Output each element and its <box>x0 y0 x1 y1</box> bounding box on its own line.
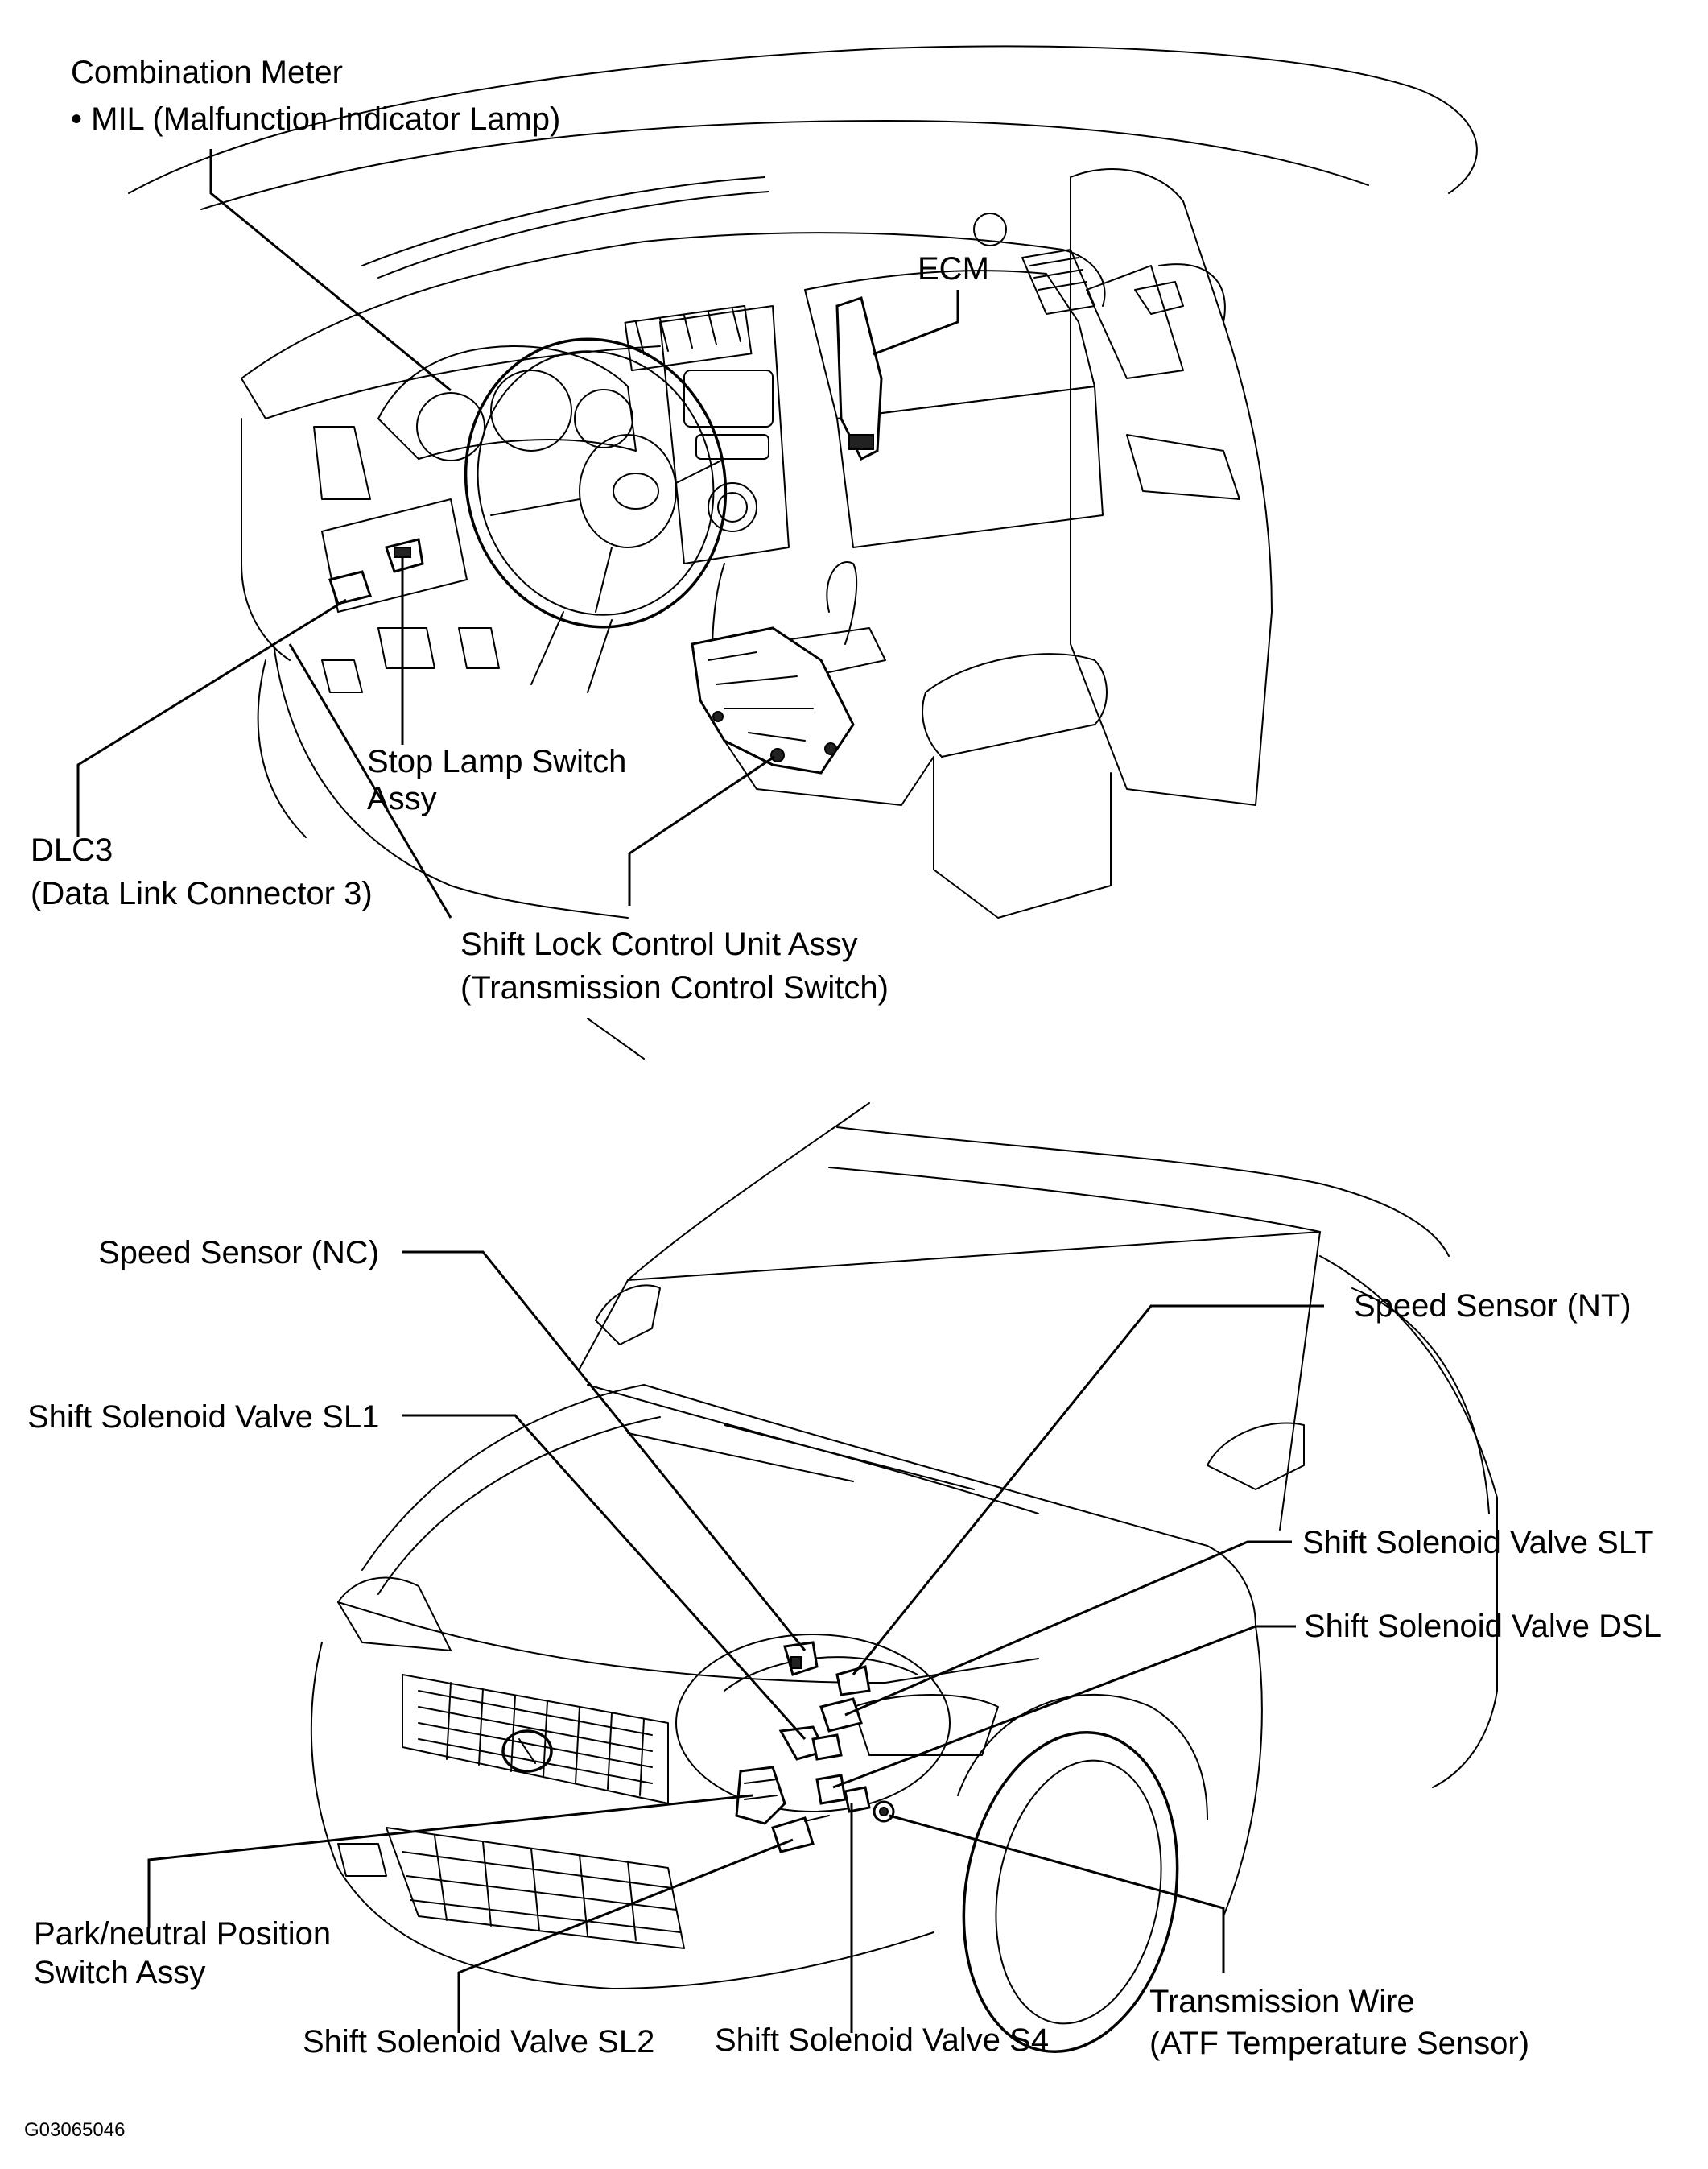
label-ecm: ECM <box>918 251 989 287</box>
label-stop-lamp-switch-line1: Stop Lamp Switch <box>367 744 627 779</box>
label-shift-lock-line2: (Transmission Control Switch) <box>460 970 889 1006</box>
label-shift-lock-line1: Shift Lock Control Unit Assy <box>460 927 858 962</box>
stray-line <box>587 1018 645 1060</box>
leader-interior-curve <box>288 643 452 919</box>
label-dlc3-line2: (Data Link Connector 3) <box>31 876 373 911</box>
label-sl2: Shift Solenoid Valve SL2 <box>303 2024 655 2060</box>
leader-combination-meter <box>209 149 452 392</box>
vehicle-exterior-drawing <box>310 1102 1498 2054</box>
figure-code: G03065046 <box>24 2119 126 2141</box>
label-s4: Shift Solenoid Valve S4 <box>715 2022 1050 2058</box>
label-transmission-wire-line1: Transmission Wire <box>1149 1984 1415 2019</box>
leader-transmission-wire <box>889 1814 1225 1973</box>
label-park-neutral-line2: Switch Assy <box>34 1955 206 1990</box>
label-transmission-wire-line2: (ATF Temperature Sensor) <box>1149 2026 1530 2061</box>
leader-slt <box>844 1540 1292 1717</box>
label-sl1: Shift Solenoid Valve SL1 <box>27 1399 380 1435</box>
leader-sl2 <box>457 1838 794 2033</box>
leader-shift-lock <box>628 755 775 906</box>
label-dlc3-line1: DLC3 <box>31 832 113 868</box>
label-speed-sensor-nc: Speed Sensor (NC) <box>98 1235 380 1270</box>
label-park-neutral-line1: Park/neutral Position <box>34 1916 332 1952</box>
engine-leader-lines <box>147 1250 1324 2033</box>
label-slt: Shift Solenoid Valve SLT <box>1302 1525 1654 1560</box>
interior-leader-lines <box>76 149 959 1060</box>
label-dsl: Shift Solenoid Valve DSL <box>1304 1609 1661 1644</box>
label-stop-lamp-switch-line2: Assy <box>367 781 437 816</box>
leader-dlc3 <box>76 598 347 837</box>
vehicle-interior-drawing <box>128 45 1478 919</box>
label-combination-meter: Combination Meter <box>71 55 343 90</box>
leader-ecm <box>873 290 959 356</box>
leader-park-neutral <box>147 1794 753 1928</box>
label-mil: • MIL (Malfunction Indicator Lamp) <box>71 101 561 137</box>
leader-speed-sensor-nc <box>402 1250 807 1651</box>
leader-dsl <box>832 1625 1296 1789</box>
label-speed-sensor-nt: Speed Sensor (NT) <box>1354 1288 1632 1324</box>
leader-speed-sensor-nt <box>852 1304 1324 1675</box>
leader-sl1 <box>402 1414 807 1741</box>
